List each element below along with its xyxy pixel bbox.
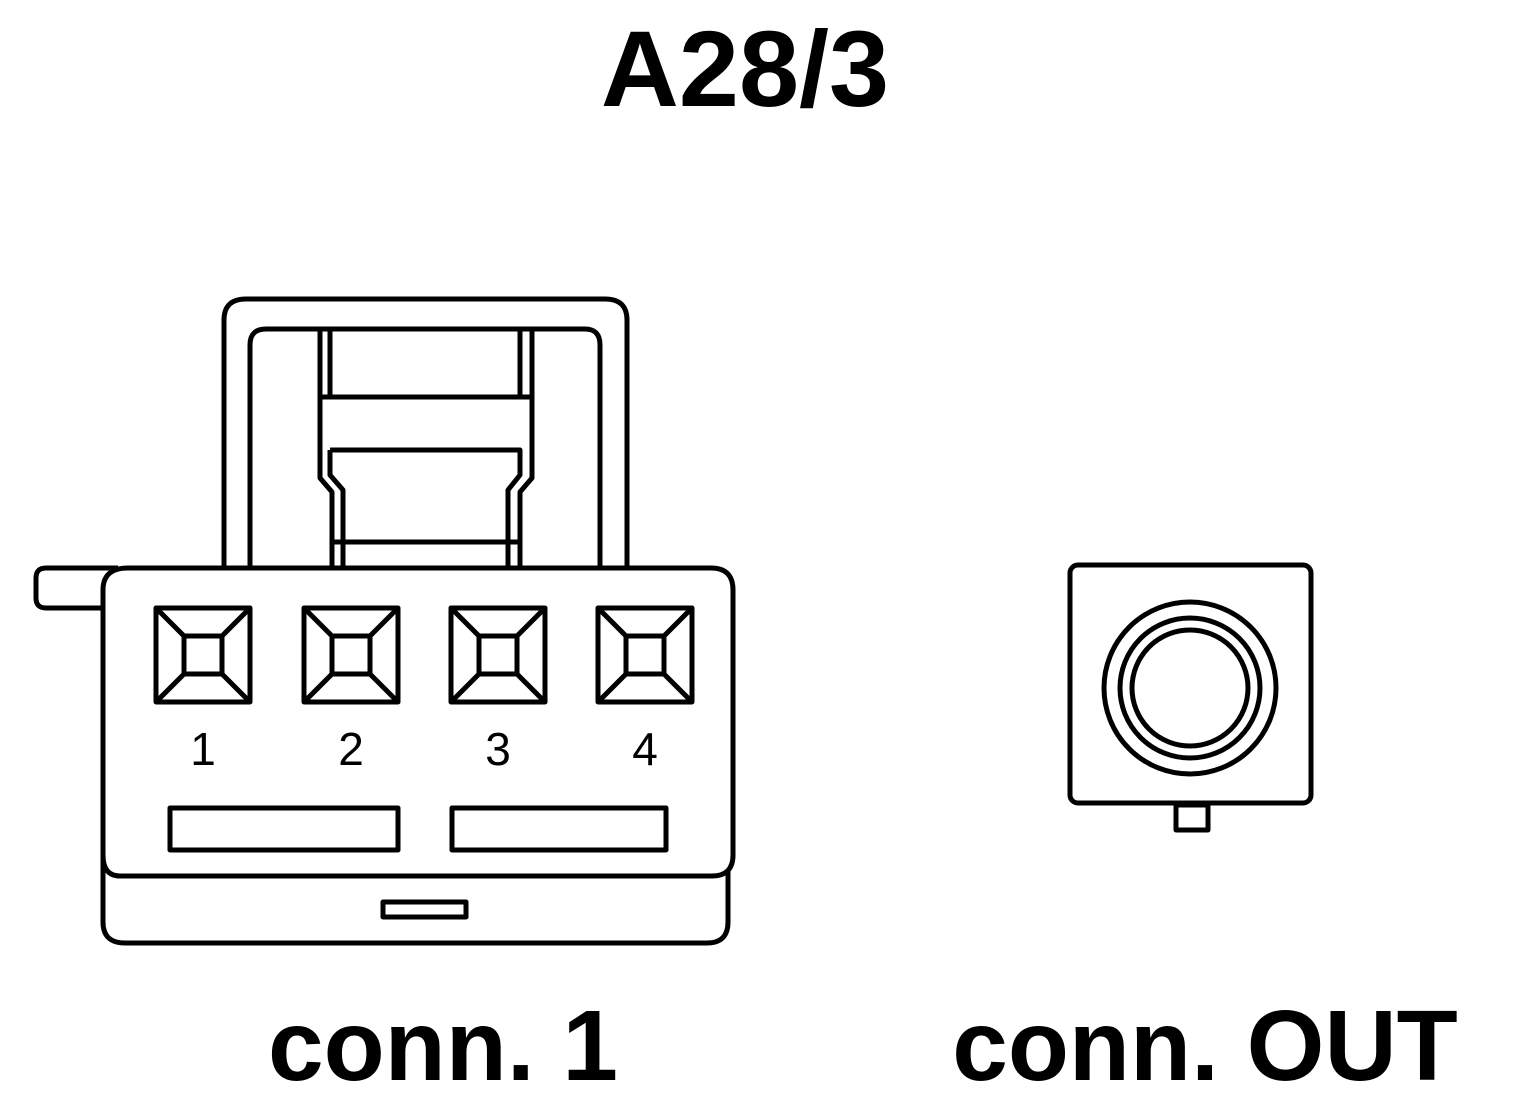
connector-out-middle-ring [1117,615,1263,761]
pin-number: 3 [485,723,511,775]
connector-out-outer-ring [1101,599,1279,777]
connector-out [1067,562,1314,833]
connector-out-socket [1129,627,1251,749]
pin-cavity [153,605,253,705]
connector-1-latch [221,296,630,567]
connector-1-coding-slot [380,899,469,920]
pin-number: 1 [190,723,216,775]
connector-out-label: conn. OUT [952,990,1458,1102]
connector-1-side-tab [33,565,118,611]
pin-cavity [448,605,548,705]
pin-number: 4 [632,723,658,775]
pin-cavity [301,605,401,705]
connector-1-housing [100,565,736,879]
connector-out-key-tab [1173,802,1211,833]
pin-number: 2 [338,723,364,775]
connector-1-label: conn. 1 [268,990,618,1102]
pin-cavity [595,605,695,705]
diagram-title: A28/3 [601,8,889,129]
connector-1: 1 2 3 4 [33,296,736,946]
connector-1-slot [167,805,401,853]
connector-1-slot [449,805,669,853]
